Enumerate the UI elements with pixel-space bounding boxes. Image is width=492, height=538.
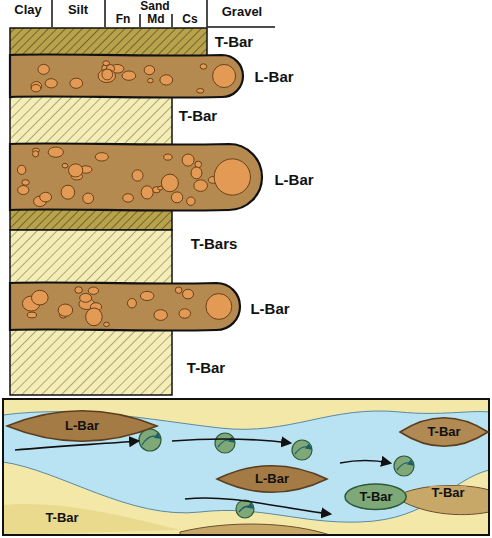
bar-label: T-Bar bbox=[427, 425, 460, 439]
bar-shape: L-Bar bbox=[217, 465, 327, 493]
gravel-clast bbox=[45, 79, 57, 88]
gravel-lens bbox=[10, 282, 240, 330]
gravel-clast bbox=[132, 170, 143, 181]
gravel-clast bbox=[62, 163, 68, 168]
bar-label: L-Bar bbox=[255, 472, 289, 486]
bar-label: T-Bar bbox=[43, 511, 80, 525]
gravel-lens bbox=[10, 54, 243, 97]
gravel-clast bbox=[27, 312, 36, 318]
grain-size-label: Fn bbox=[116, 13, 131, 26]
gravel-clast bbox=[80, 293, 92, 302]
gravel-clast bbox=[213, 64, 236, 87]
gravel-clast bbox=[194, 180, 208, 192]
bar-label: T-Bar bbox=[429, 486, 466, 500]
gravel-clast bbox=[175, 287, 182, 293]
gravel-clast bbox=[48, 147, 63, 157]
gravel-clast bbox=[31, 84, 41, 91]
bar-shape: L-Bar bbox=[7, 410, 157, 442]
bar-label: L-Bar bbox=[65, 419, 99, 433]
gravel-clast bbox=[38, 64, 49, 74]
grain-size-label: Clay bbox=[14, 3, 41, 17]
dune-bar: T-Bar bbox=[345, 484, 406, 509]
gravel-clast bbox=[214, 159, 250, 195]
layer-label: L-Bar bbox=[254, 69, 293, 86]
gravel-clast bbox=[83, 193, 94, 204]
gravel-clast bbox=[18, 186, 29, 195]
gravel-clast bbox=[161, 174, 178, 192]
bar-shape: T-Bar bbox=[400, 417, 488, 447]
gravel-clast bbox=[158, 186, 163, 190]
gravel-clast bbox=[88, 287, 98, 294]
gravel-lens bbox=[10, 143, 262, 210]
gravel-clast bbox=[102, 69, 113, 80]
layer-label: T-Bar bbox=[215, 34, 253, 51]
gravel-clast bbox=[95, 153, 108, 161]
gravel-clast bbox=[182, 154, 194, 166]
gravel-clast bbox=[154, 310, 167, 321]
grain-size-label: Cs bbox=[182, 13, 197, 26]
gravel-clast bbox=[160, 75, 173, 85]
gravel-clast bbox=[197, 88, 204, 93]
grain-size-label: Sand bbox=[140, 0, 169, 13]
gravel-clast bbox=[103, 61, 110, 66]
gravel-clast bbox=[58, 304, 73, 316]
gravel-clast bbox=[164, 154, 172, 160]
gravel-clast bbox=[33, 151, 39, 157]
layer-label: T-Bar bbox=[187, 360, 225, 377]
gravel-clast bbox=[86, 308, 103, 326]
plan-view-map bbox=[3, 399, 489, 535]
gravel-clast bbox=[122, 71, 136, 80]
layer-label: L-Bar bbox=[250, 301, 289, 318]
gravel-lenses bbox=[10, 54, 262, 330]
gravel-clast bbox=[140, 291, 154, 300]
gravel-clast bbox=[187, 197, 196, 205]
gravel-clast bbox=[17, 165, 25, 174]
gravel-clast bbox=[200, 64, 207, 69]
gravel-clast bbox=[171, 192, 182, 203]
gravel-clast bbox=[98, 69, 115, 82]
gravel-clast bbox=[148, 78, 154, 83]
layer-label: T-Bar bbox=[179, 108, 217, 125]
gravel-clast bbox=[61, 185, 75, 199]
gravel-clast bbox=[141, 186, 153, 199]
layer-label: T-Bars bbox=[191, 236, 238, 253]
grain-size-label: Gravel bbox=[222, 5, 262, 19]
gravel-clast bbox=[40, 192, 52, 202]
gravel-clast bbox=[104, 322, 110, 326]
gravel-clast bbox=[31, 290, 48, 305]
gravel-clast bbox=[68, 164, 82, 177]
grain-size-label: Silt bbox=[68, 3, 88, 17]
gravel-clast bbox=[75, 287, 83, 294]
gravel-clast bbox=[123, 194, 134, 202]
gravel-clast bbox=[191, 167, 202, 179]
gravel-clast bbox=[179, 309, 191, 318]
gravel-clast bbox=[70, 78, 83, 88]
gravel-clast bbox=[127, 298, 136, 307]
grain-size-label: Md bbox=[147, 13, 164, 26]
gravel-clast bbox=[183, 289, 194, 299]
gravel-clast bbox=[144, 66, 154, 75]
grain-scale bbox=[52, 0, 275, 27]
layer-label: L-Bar bbox=[274, 172, 313, 189]
gravel-clast bbox=[22, 180, 29, 186]
gravel-clast bbox=[206, 294, 232, 320]
bar-label: T-Bar bbox=[359, 490, 392, 504]
